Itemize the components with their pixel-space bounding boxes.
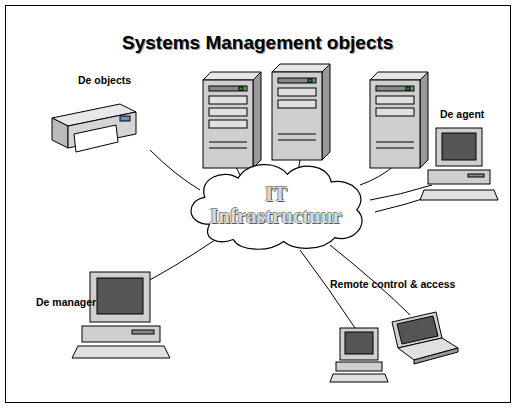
device-label: De agent (440, 108, 484, 120)
cloud-label: IT Infrastructuur (201, 183, 351, 227)
device-label: De manager (36, 296, 96, 308)
slide-title: Systems Management objects (122, 32, 393, 54)
device-label: De objects (78, 74, 131, 86)
device-label: Remote control & access (330, 278, 455, 290)
cloud-text-box: IT Infrastructuur (201, 183, 351, 227)
cloud-shape: IT Infrastructuur (181, 157, 371, 253)
